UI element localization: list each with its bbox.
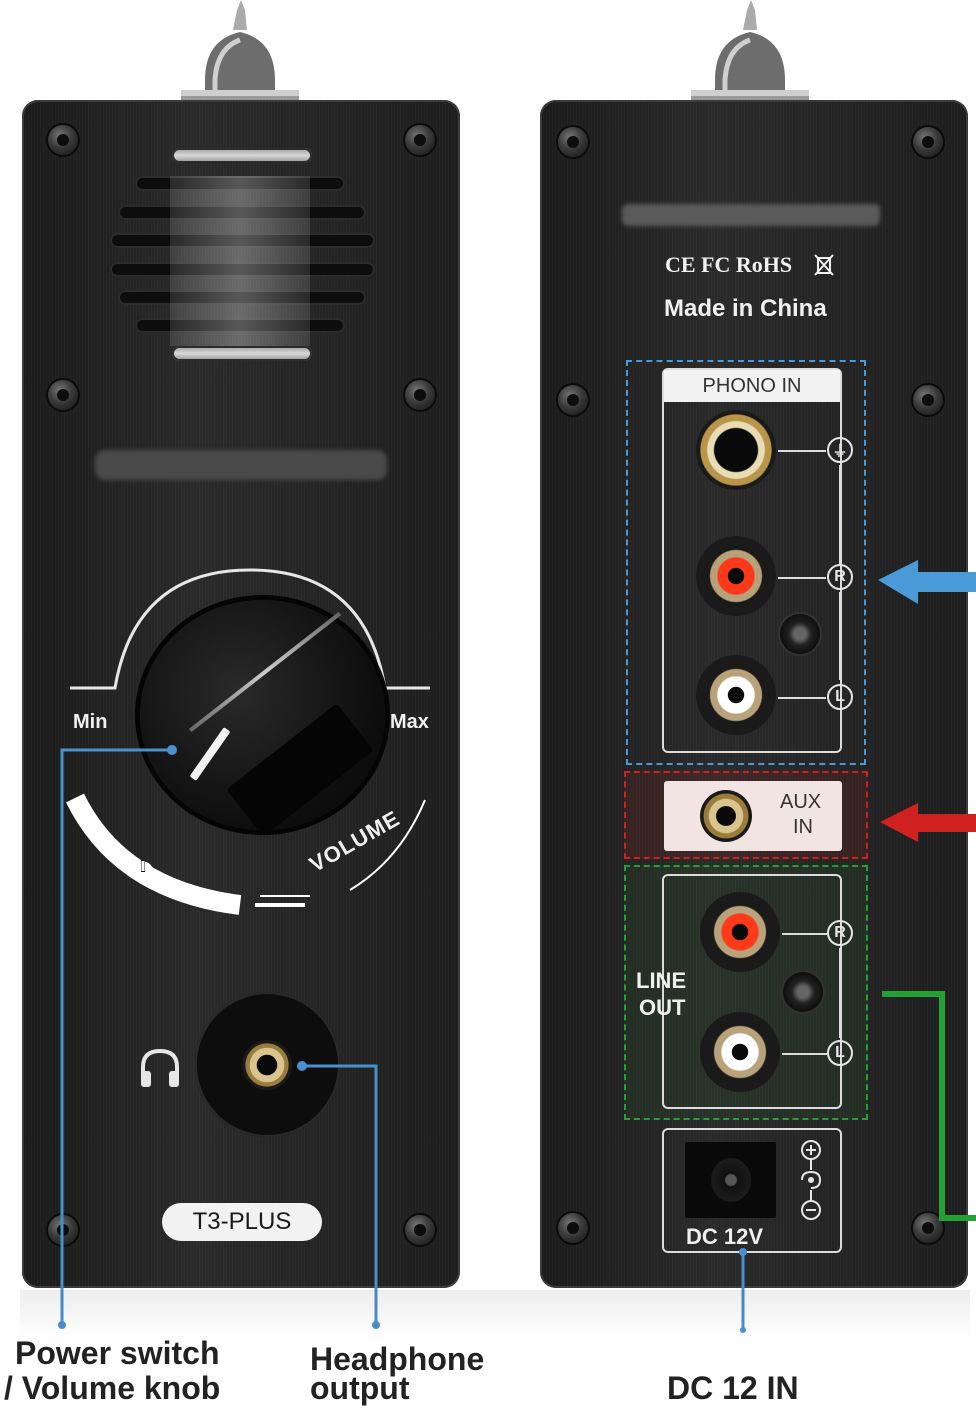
brand-redaction bbox=[622, 204, 880, 226]
line-out-l-jack[interactable] bbox=[700, 1012, 780, 1092]
screw-icon bbox=[558, 127, 588, 157]
screw-icon bbox=[558, 1213, 588, 1243]
phono-in-highlight-box bbox=[626, 360, 866, 765]
screw-icon bbox=[913, 1213, 943, 1243]
dc-power-jack[interactable] bbox=[683, 1140, 778, 1220]
max-label: Max bbox=[390, 711, 429, 733]
volume-dial-graphic bbox=[66, 568, 430, 915]
callout-power-switch-line1: Power switch bbox=[15, 1335, 220, 1371]
line-out-r-jack[interactable] bbox=[700, 892, 780, 972]
line-out-l-label: L bbox=[835, 1044, 845, 1061]
dc-label: DC 12V bbox=[686, 1224, 764, 1249]
phono-r-label: R bbox=[834, 568, 846, 585]
made-in-label: Made in China bbox=[664, 295, 827, 322]
volume-knob[interactable] bbox=[140, 600, 385, 837]
phono-l-label: L bbox=[835, 688, 845, 705]
min-label: Min bbox=[73, 711, 108, 733]
screw-icon bbox=[48, 125, 78, 155]
brand-redaction bbox=[95, 450, 387, 480]
aux-in-jack[interactable] bbox=[700, 790, 752, 842]
model-badge-text: T3-PLUS bbox=[192, 1208, 292, 1235]
model-badge: T3-PLUS bbox=[162, 1203, 322, 1241]
aux-in-label-line1: AUX bbox=[780, 791, 822, 813]
phono-l-marker: L bbox=[827, 684, 853, 710]
screw-icon bbox=[913, 127, 943, 157]
front-callout-lines bbox=[58, 745, 380, 1329]
callout-dc-in: DC 12 IN bbox=[667, 1370, 799, 1406]
phono-l-jack[interactable] bbox=[696, 655, 776, 735]
weee-bin-icon bbox=[814, 254, 834, 276]
screw-icon bbox=[405, 125, 435, 155]
line-out-l-marker: L bbox=[827, 1040, 853, 1066]
aux-in-label-line2: IN bbox=[793, 816, 813, 838]
line-out-r-label: R bbox=[834, 924, 846, 941]
headphone-icon bbox=[141, 1048, 179, 1087]
line-out-label-line2: OUT bbox=[639, 995, 686, 1020]
callout-headphone-line1: Headphone bbox=[310, 1341, 485, 1377]
aux-in-plate bbox=[664, 781, 842, 851]
phono-arrow-icon bbox=[878, 560, 976, 604]
phono-in-frame bbox=[662, 368, 842, 753]
back-callout-graphics bbox=[739, 560, 976, 1333]
ground-symbol: ⏚ bbox=[832, 442, 848, 460]
phono-in-header: PHONO IN bbox=[664, 370, 840, 402]
callout-power-switch-line2: / Volume knob bbox=[4, 1370, 221, 1406]
reflection bbox=[20, 1290, 970, 1340]
ground-icon: ⏚ bbox=[827, 437, 853, 463]
power-icon bbox=[132, 860, 154, 883]
line-out-bracket bbox=[882, 991, 976, 1221]
aux-arrow-icon bbox=[880, 803, 976, 842]
phono-in-label: PHONO IN bbox=[702, 374, 802, 397]
screw-icon bbox=[405, 380, 435, 410]
callout-headphone-line2: output bbox=[310, 1370, 410, 1406]
line-out-frame bbox=[662, 874, 842, 1109]
screw-icon bbox=[913, 385, 943, 415]
phono-r-marker: R bbox=[827, 564, 853, 590]
screw-icon bbox=[48, 380, 78, 410]
line-out-center-screw bbox=[783, 972, 823, 1012]
phono-r-jack[interactable] bbox=[696, 536, 776, 616]
phono-center-screw bbox=[780, 614, 820, 654]
headphone-jack[interactable] bbox=[242, 1040, 292, 1090]
line-out-label-line1: LINE bbox=[636, 968, 687, 993]
phono-ground-terminal[interactable] bbox=[696, 410, 776, 490]
screw-icon bbox=[558, 385, 588, 415]
certification-marks: CE FC RoHS bbox=[665, 252, 793, 277]
line-out-r-marker: R bbox=[827, 920, 853, 946]
screw-icon bbox=[405, 1215, 435, 1245]
dc-polarity-icon bbox=[801, 1140, 822, 1220]
dc-input-frame bbox=[662, 1128, 842, 1253]
